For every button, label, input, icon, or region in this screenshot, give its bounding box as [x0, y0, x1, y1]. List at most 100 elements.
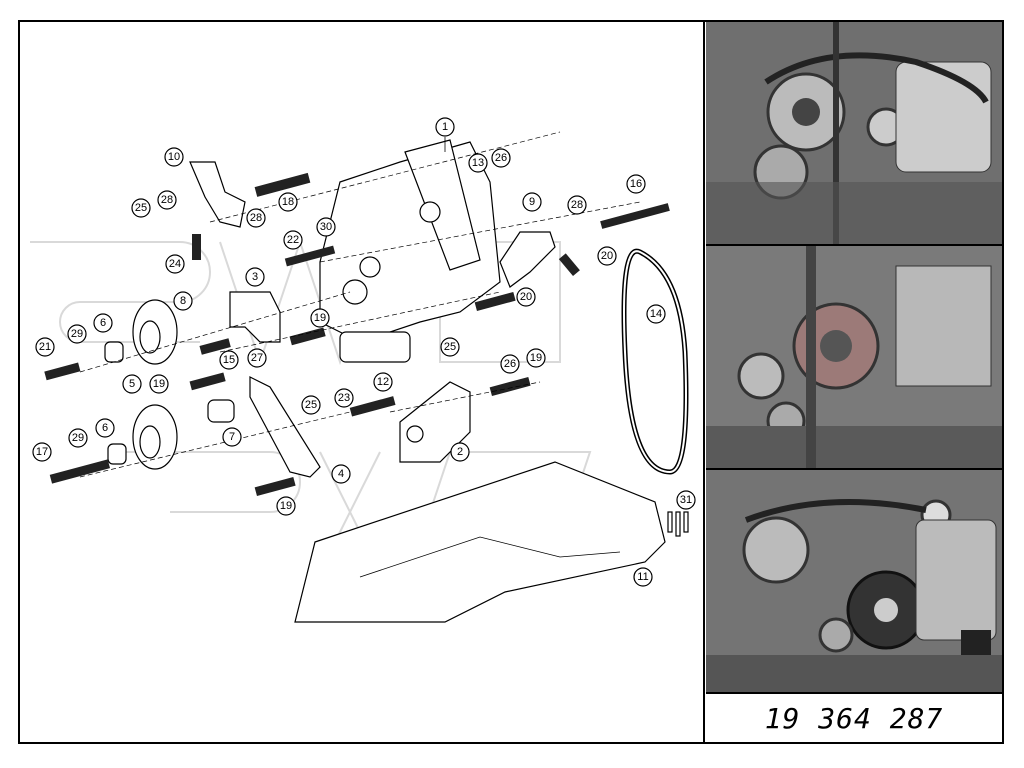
svg-text:4: 4	[338, 468, 344, 480]
svg-text:6: 6	[100, 317, 106, 329]
svg-text:19: 19	[530, 352, 542, 364]
callout-6b: 6	[95, 418, 115, 438]
engine-photo-middle	[706, 246, 1002, 470]
callout-16: 16	[626, 174, 646, 194]
callout-31: 31	[676, 490, 696, 510]
svg-text:2: 2	[457, 446, 463, 458]
strut-4	[249, 376, 321, 478]
callout-22: 22	[283, 230, 303, 250]
callout-19c: 19	[526, 348, 546, 368]
callout-8: 8	[173, 291, 193, 311]
callout-2: 2	[450, 442, 470, 462]
part-number: 19 364 287	[764, 701, 944, 735]
svg-text:1: 1	[442, 121, 448, 133]
callout-28a: 28	[157, 190, 177, 210]
callout-29a: 29	[67, 324, 87, 344]
pulley-lower	[132, 404, 178, 470]
callout-19b: 19	[149, 374, 169, 394]
svg-text:26: 26	[504, 358, 516, 370]
callout-25b: 25	[440, 337, 460, 357]
svg-text:11: 11	[637, 571, 648, 583]
clips-31	[667, 511, 689, 537]
callout-12: 12	[373, 372, 393, 392]
callout-14: 14	[646, 304, 666, 324]
svg-text:19: 19	[153, 378, 165, 390]
callout-9: 9	[522, 192, 542, 212]
svg-text:28: 28	[250, 212, 262, 224]
svg-text:31: 31	[680, 494, 692, 506]
callout-21: 21	[35, 337, 55, 357]
spacer-7	[207, 399, 235, 423]
svg-text:27: 27	[251, 352, 263, 364]
callout-23: 23	[334, 388, 354, 408]
svg-text:16: 16	[630, 178, 642, 190]
assembly-lines	[79, 131, 641, 478]
callout-26a: 26	[491, 148, 511, 168]
tensioner-arm-10	[189, 161, 246, 228]
spacer-6-upper	[104, 341, 124, 363]
callout-17: 17	[32, 442, 52, 462]
pulley-upper	[132, 299, 178, 365]
svg-text:14: 14	[650, 308, 662, 320]
svg-text:25: 25	[444, 341, 456, 353]
svg-text:6: 6	[102, 422, 108, 434]
callout-3: 3	[245, 267, 265, 287]
callout-18: 18	[278, 192, 298, 212]
bracket-2	[399, 381, 471, 463]
callout-4: 4	[331, 464, 351, 484]
callout-11: 11	[633, 567, 653, 587]
callout-15: 15	[219, 350, 239, 370]
drive-belt-14	[621, 248, 689, 475]
svg-text:28: 28	[571, 199, 583, 211]
spacer-6-lower	[107, 443, 127, 465]
callout-25a: 25	[131, 198, 151, 218]
part-number-box: 19 364 287	[706, 694, 1002, 742]
svg-text:5: 5	[129, 378, 135, 390]
svg-text:7: 7	[229, 431, 235, 443]
svg-text:19: 19	[280, 500, 292, 512]
callout-27: 27	[247, 348, 267, 368]
callout-19d: 19	[276, 496, 296, 516]
callout-25c: 25	[301, 395, 321, 415]
callout-28b: 28	[246, 208, 266, 228]
svg-text:13: 13	[472, 157, 484, 169]
svg-text:9: 9	[529, 196, 535, 208]
frame-divider	[703, 20, 705, 744]
svg-text:19: 19	[314, 312, 326, 324]
svg-text:22: 22	[287, 234, 299, 246]
svg-text:25: 25	[305, 399, 317, 411]
callout-28c: 28	[567, 195, 587, 215]
svg-text:29: 29	[71, 328, 83, 340]
callout-1: 1	[435, 117, 455, 152]
bracket-9	[499, 231, 556, 288]
callout-30: 30	[316, 217, 336, 237]
svg-text:30: 30	[320, 221, 332, 233]
svg-text:18: 18	[282, 196, 294, 208]
svg-text:15: 15	[223, 354, 235, 366]
main-bracket	[319, 139, 501, 363]
svg-text:20: 20	[520, 291, 532, 303]
callout-5: 5	[122, 374, 142, 394]
callout-10: 10	[164, 147, 184, 167]
callout-26b: 26	[500, 354, 520, 374]
callout-24: 24	[165, 254, 185, 274]
svg-text:8: 8	[180, 295, 186, 307]
callout-29b: 29	[68, 428, 88, 448]
exploded-parts-diagram: 1 2 3 4 5 6 6 7 8 9 10 11 12 13 14 15 16…	[30, 117, 696, 623]
svg-text:25: 25	[135, 202, 147, 214]
diagram-frame	[18, 20, 1004, 744]
callout-20a: 20	[597, 246, 617, 266]
underbody-shield-11	[294, 461, 666, 623]
svg-text:26: 26	[495, 152, 507, 164]
bolts	[44, 172, 670, 497]
svg-text:28: 28	[161, 194, 173, 206]
svg-text:29: 29	[72, 432, 84, 444]
svg-text:21: 21	[39, 341, 51, 353]
svg-text:24: 24	[169, 258, 181, 270]
svg-text:17: 17	[36, 446, 48, 458]
svg-text:12: 12	[377, 376, 389, 388]
svg-text:20: 20	[601, 250, 613, 262]
callout-6a: 6	[93, 313, 113, 333]
callout-13: 13	[468, 153, 488, 173]
bracket-3	[229, 291, 281, 343]
